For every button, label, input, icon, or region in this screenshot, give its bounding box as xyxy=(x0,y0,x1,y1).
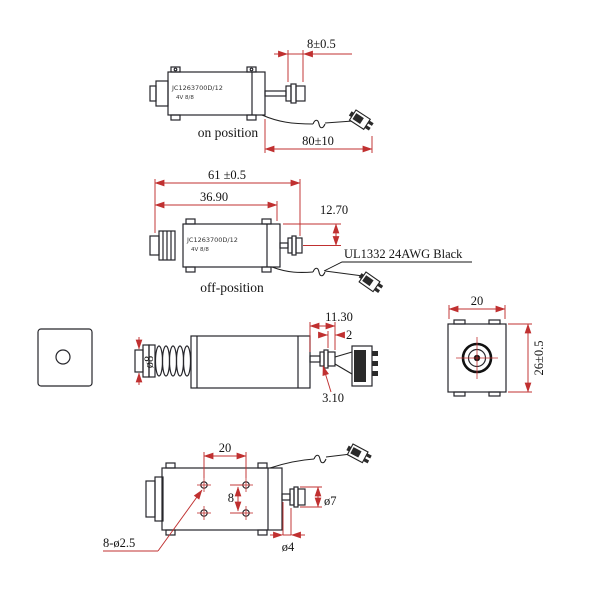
part-number-off: JC1263700D/12 xyxy=(186,236,238,244)
connector-plug-on xyxy=(346,107,376,133)
dim-groove-text: 2 xyxy=(346,328,352,342)
off-position-body-outline xyxy=(149,218,303,273)
dim-body-lines xyxy=(154,201,278,221)
on-position-wire xyxy=(261,114,354,129)
off-position-wire xyxy=(271,266,364,277)
view-bottom: 20 8 8-ø2.5 ø4 ø7 xyxy=(103,441,373,554)
dim-plunger-dia-text: ø8 xyxy=(142,356,156,369)
dim-tip-len-text: 11.30 xyxy=(325,310,353,324)
dim-tip-dia-text: ø7 xyxy=(324,494,337,508)
holes-note-text: 8-ø2.5 xyxy=(103,536,135,550)
dim-hole-span-text: 20 xyxy=(219,441,232,455)
part-sub-off: 4V 8/8 xyxy=(191,247,209,253)
view-side: ø8 11.30 2 3.10 xyxy=(134,310,378,405)
mount-plate-hole xyxy=(55,349,71,365)
wire-spec-leader xyxy=(323,261,472,272)
dim-hole-pitch-text: 8 xyxy=(228,491,234,505)
view-on-position: JC1263700D/12 4V 8/8 8±0.5 on position 8… xyxy=(149,37,376,153)
view-mount-plate xyxy=(37,328,93,387)
on-position-body-outline xyxy=(149,66,306,121)
dim-height-text: 12.70 xyxy=(320,203,348,217)
dim-height-lines xyxy=(283,223,341,247)
dim-rod-lines xyxy=(322,365,332,393)
connector-plug-off xyxy=(356,269,385,295)
dim-tip-dia-lines xyxy=(300,486,322,508)
view-off-position: JC1263700D/12 4V 8/8 61 ±0.5 36.90 12.70 xyxy=(149,168,472,295)
part-sub-on: 4V 8/8 xyxy=(176,95,194,101)
wire-spec-text: UL1332 24AWG Black xyxy=(344,247,463,261)
dim-wire-text: 80±10 xyxy=(302,134,334,148)
bottom-body-outline xyxy=(145,462,306,536)
holes-note-leader xyxy=(103,489,203,552)
dim-stroke-text: 8±0.5 xyxy=(307,37,336,51)
end-body-outline xyxy=(447,319,507,397)
part-number-on: JC1263700D/12 xyxy=(171,84,223,92)
dim-overall-text: 61 ±0.5 xyxy=(208,168,246,182)
dim-hole-pitch-lines xyxy=(230,484,243,514)
bottom-wire xyxy=(269,453,352,469)
dim-groove-lines xyxy=(318,331,345,348)
dim-wire-length-lines xyxy=(264,119,373,153)
dim-body-text: 36.90 xyxy=(200,190,228,204)
dim-rod-dia-lines xyxy=(270,502,305,539)
dim-rod-text: 3.10 xyxy=(322,391,344,405)
connector-housing-side xyxy=(351,345,378,387)
mount-plate-outline xyxy=(37,328,93,387)
dim-stroke-lines xyxy=(274,50,352,82)
end-centerlines xyxy=(456,337,498,379)
bottom-hole-centerlines xyxy=(197,478,253,520)
dim-end-height-text: 26±0.5 xyxy=(532,341,546,376)
dim-tip-len-lines xyxy=(309,322,336,352)
connector-plug-bottom xyxy=(344,442,373,466)
view-end: 20 26±0.5 xyxy=(447,294,546,397)
off-position-label: off-position xyxy=(200,280,264,295)
dim-end-width-text: 20 xyxy=(471,294,484,308)
side-body-outline xyxy=(134,335,336,389)
dim-rod-dia-text: ø4 xyxy=(282,540,295,554)
dim-overall-lines xyxy=(154,179,301,236)
dim-end-width-lines xyxy=(448,305,506,319)
dim-end-height-lines xyxy=(508,323,532,393)
side-wires xyxy=(334,351,353,375)
on-position-label: on position xyxy=(198,125,259,140)
dim-hole-span-lines xyxy=(203,452,247,478)
